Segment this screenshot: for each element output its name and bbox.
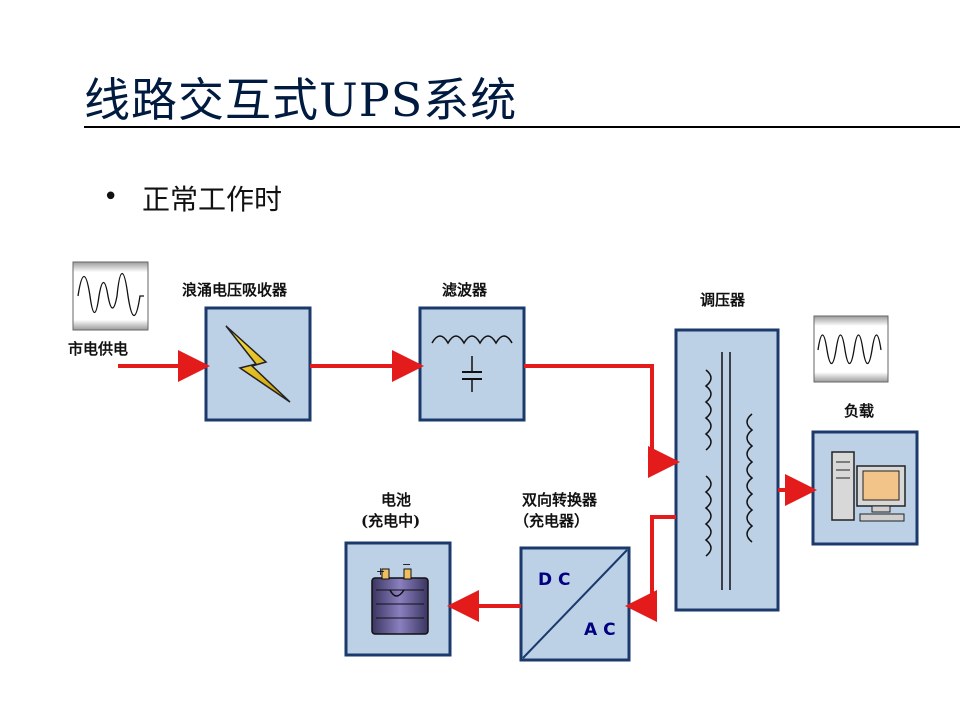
transformer-primary-coil [704, 369, 712, 451]
transformer-secondary-coil [746, 413, 754, 543]
converter-label-line2: （充电器） [514, 512, 589, 530]
battery-minus: − [402, 558, 411, 571]
mains-label: 市电供电 [68, 340, 128, 358]
load-waveform-icon [813, 315, 889, 383]
battery-label-line2: (充电中) [361, 512, 420, 530]
inductor-icon [431, 335, 513, 345]
regulator-block [674, 328, 780, 612]
title-underline [84, 126, 960, 128]
slide-title: 线路交互式UPS系统 [84, 73, 518, 127]
dc-label: D C [538, 570, 571, 590]
transformer-tap-coil [704, 475, 712, 557]
load-block [811, 430, 919, 546]
filter-label: 滤波器 [442, 281, 488, 299]
lightning-bolt-icon [225, 325, 291, 403]
converter-block: D C A C [519, 546, 631, 662]
arrow-regulator-to-converter [625, 515, 676, 622]
surge-absorber-block [204, 306, 312, 422]
regulator-label: 调压器 [700, 291, 746, 309]
surge-absorber-label: 浪涌电压吸收器 [182, 281, 288, 299]
computer-icon [831, 451, 906, 522]
arrow-filter-to-regulator [524, 364, 680, 478]
ac-label: A C [584, 620, 616, 640]
battery-label-line1: 电池 [381, 491, 411, 509]
battery-block: + − [344, 541, 452, 657]
battery-plus: + [376, 565, 385, 578]
filter-block [418, 306, 526, 422]
power-flow-arrows [118, 350, 817, 622]
bullet-dot: • [103, 182, 119, 212]
converter-label-line1: 双向转换器 [522, 491, 598, 509]
mains-waveform-icon [72, 261, 149, 331]
battery-icon: + − [371, 558, 429, 635]
load-label: 负载 [844, 402, 874, 420]
bullet-text: 正常工作时 [142, 183, 283, 216]
